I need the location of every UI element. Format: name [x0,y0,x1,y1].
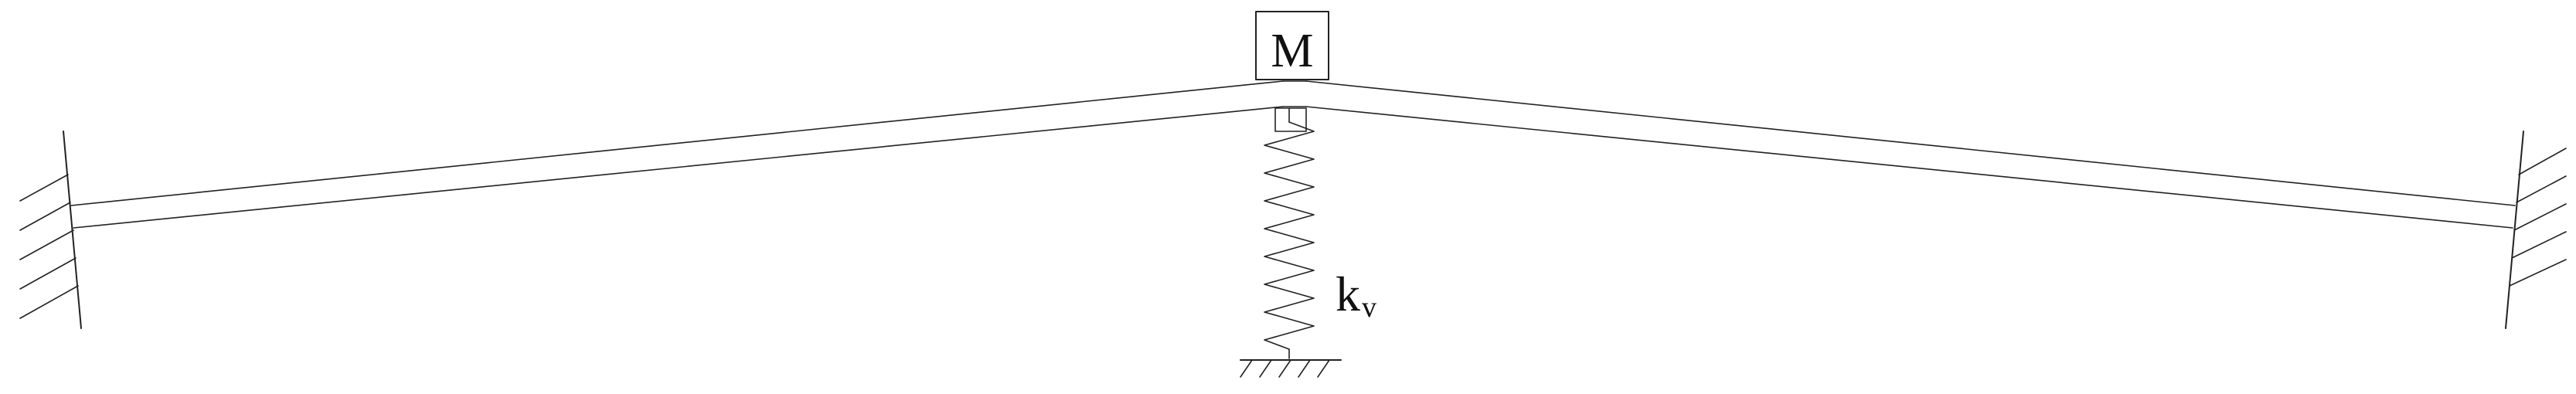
mass-block: M [1255,11,1329,80]
spring-coil [1264,121,1315,350]
left-beam [70,80,1284,229]
right-beam [1305,80,2516,229]
spring-stiffness-label: kv [1336,267,1376,324]
spring-symbol: k [1336,267,1360,321]
mass-label: M [1271,25,1313,77]
left-wall-support-icon [19,131,82,329]
apex-joint [1274,80,1307,132]
vertical-spring [1264,107,1315,359]
spring-subscript: v [1362,291,1376,324]
ground-support-icon [1240,359,1342,378]
right-wall-support-icon [2505,131,2567,329]
